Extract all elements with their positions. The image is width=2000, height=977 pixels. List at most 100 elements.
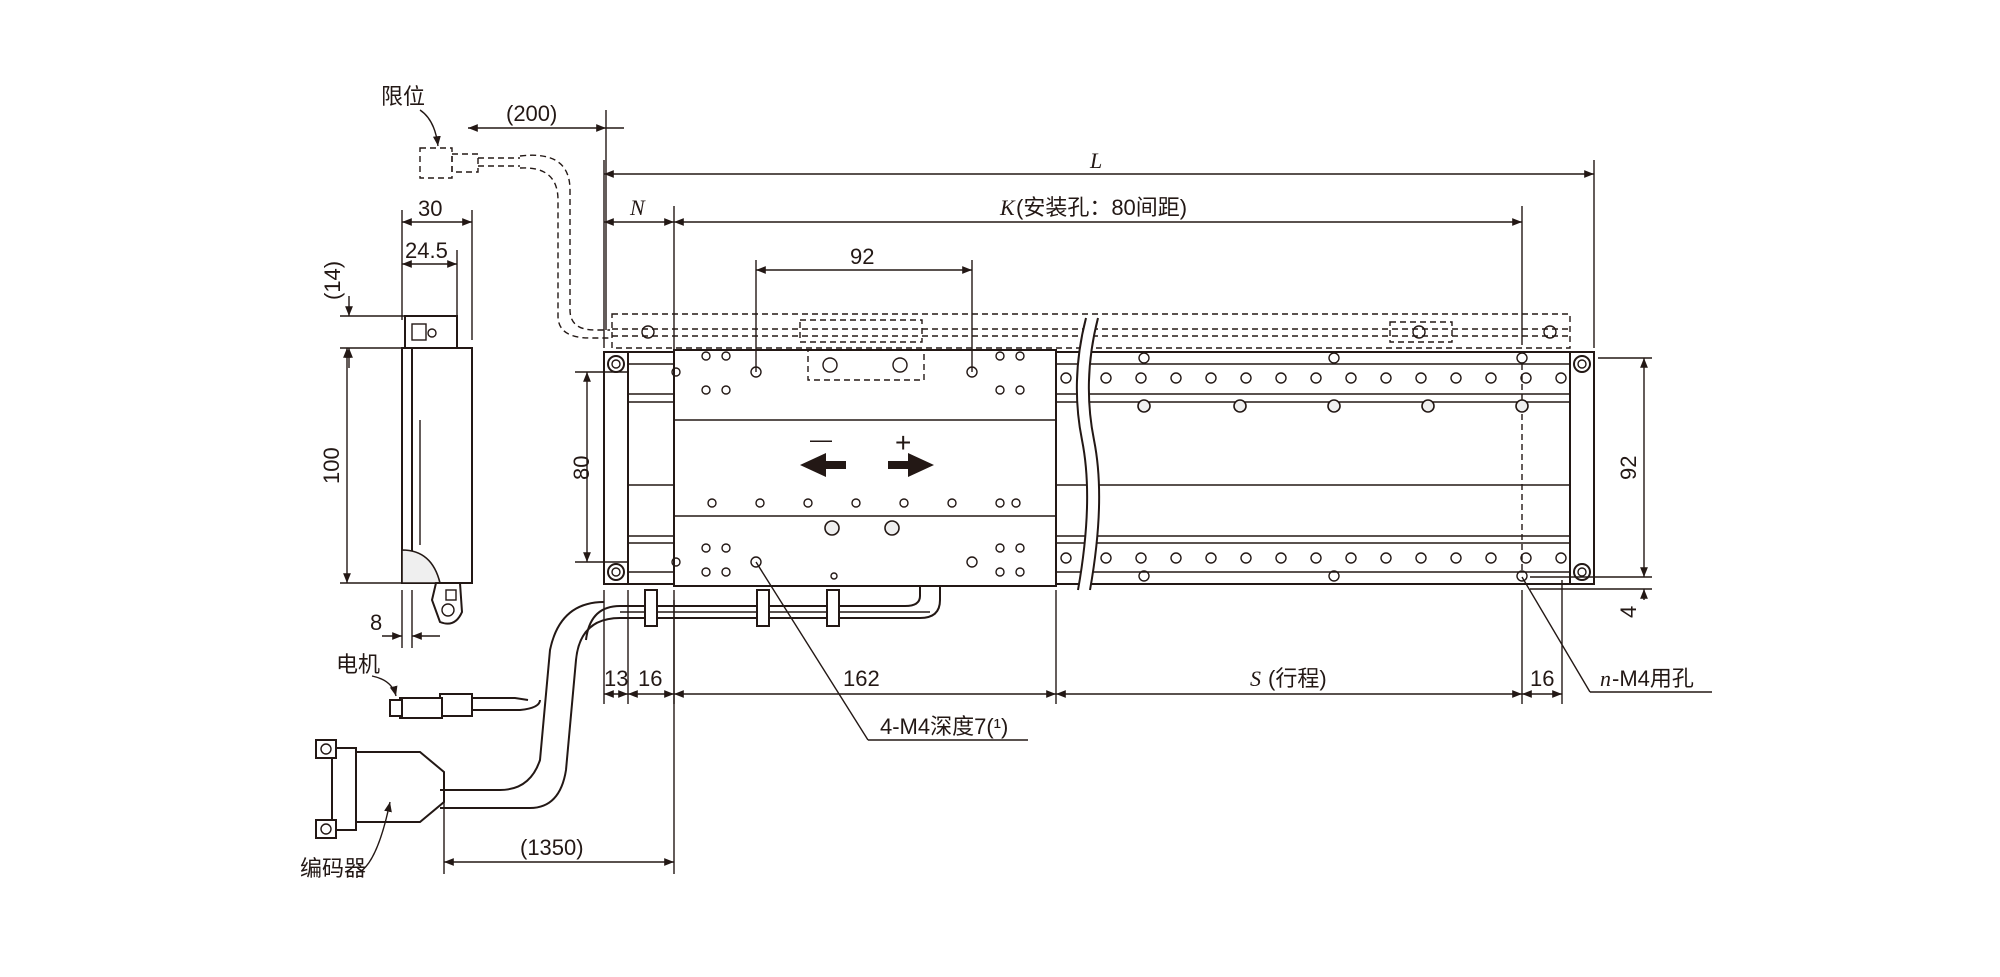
dim-side-width: 30 (418, 196, 442, 221)
rail-hole (1345, 372, 1357, 384)
label-encoder: 编码器 (300, 856, 366, 881)
dim-cable-limit: (200) (506, 101, 557, 126)
rail-hole (1240, 372, 1252, 384)
rail-hole (1380, 372, 1392, 384)
rail-hole (1485, 552, 1497, 564)
dim-16a: 16 (638, 666, 662, 691)
callout-mount-holes: -M4用孔 (1612, 666, 1694, 691)
rail-hole (1135, 552, 1147, 564)
dim-cable-1350: (1350) (520, 835, 584, 860)
corner-bolt (607, 355, 625, 373)
rail-hole (1555, 372, 1567, 384)
label-motor: 电机 (336, 652, 380, 677)
bottom-dimensions: 13 16 162 S (行程) 16 (603, 580, 1563, 704)
dim-side-inner: 24.5 (405, 238, 448, 263)
rail-bolt (1233, 399, 1247, 413)
table-hole (851, 498, 861, 508)
table-hole (755, 498, 765, 508)
dim-13: 13 (604, 666, 628, 691)
rail-hole (1415, 552, 1427, 564)
table-hole (947, 498, 957, 508)
dim-side-height: 100 (319, 447, 344, 484)
small-hole (671, 557, 681, 567)
rail-hole (1310, 372, 1322, 384)
table-hole (995, 385, 1005, 395)
small-hole (671, 367, 681, 377)
rail-hole (1060, 552, 1072, 564)
table-hole (995, 351, 1005, 361)
table-hole (721, 543, 731, 553)
table-bolt (884, 520, 900, 536)
side-view (401, 315, 473, 625)
table-hole (721, 567, 731, 577)
rail-bolt (1421, 399, 1435, 413)
rail-hole (1100, 552, 1112, 564)
rail-hole (1060, 372, 1072, 384)
table-hole (701, 351, 711, 361)
mount-hole (1516, 570, 1528, 582)
rail-hole (1450, 372, 1462, 384)
table-hole (701, 567, 711, 577)
rail-hole (1555, 552, 1567, 564)
dim-table-holes: 92 (850, 244, 874, 269)
rail-hole (1450, 552, 1462, 564)
rail-hole (1310, 552, 1322, 564)
mount-hole (1328, 352, 1340, 364)
side-dimensions: 30 24.5 (14) 100 8 (319, 196, 473, 648)
top-view: — + (440, 313, 1595, 809)
rail-hole (1205, 552, 1217, 564)
dim-162: 162 (843, 666, 880, 691)
dim-stroke-note: (行程) (1268, 666, 1327, 691)
rail-bolt (1327, 399, 1341, 413)
encoder-connector: 编码器 (1350) (300, 600, 675, 881)
dim-stroke-s: S (1250, 666, 1261, 691)
rail-hole (1520, 552, 1532, 564)
rail-hole (1345, 552, 1357, 564)
table-hole (995, 498, 1005, 508)
dim-side-top: (14) (320, 261, 345, 300)
mount-hole (966, 556, 978, 568)
label-limit: 限位 (381, 84, 425, 109)
rail-hole (1520, 372, 1532, 384)
table-hole (701, 385, 711, 395)
dim-height-80: 80 (569, 456, 594, 480)
dim-n-offset: N (629, 195, 646, 220)
table-hole (995, 543, 1005, 553)
limit-switch-cable: 限位 (200) (381, 84, 624, 339)
rail-hole (1170, 372, 1182, 384)
rail-hole (1240, 552, 1252, 564)
dim-offset-4: 4 (1616, 606, 1641, 618)
callouts: 4-M4深度7(¹) n -M4用孔 (755, 561, 1712, 741)
table-hole (721, 351, 731, 361)
rail-hole (1275, 552, 1287, 564)
label-minus: — (810, 427, 832, 452)
callout-tapped-holes: 4-M4深度7(¹) (880, 714, 1008, 739)
dim-height-92: 92 (1616, 456, 1641, 480)
rail-hole (1415, 372, 1427, 384)
rail-bolt (1137, 399, 1151, 413)
table-hole (1015, 385, 1025, 395)
dim-k-mount: K (999, 195, 1016, 220)
table-hole (1015, 567, 1025, 577)
dim-side-8: 8 (370, 610, 382, 635)
table-hole (701, 543, 711, 553)
rail-hole (1380, 552, 1392, 564)
mount-hole (750, 556, 762, 568)
rail-hole (1170, 552, 1182, 564)
corner-bolt-inner (611, 359, 621, 369)
rail-hole (1135, 372, 1147, 384)
mount-hole (1328, 570, 1340, 582)
dim-16b: 16 (1530, 666, 1554, 691)
vertical-dimensions: 80 92 4 (569, 357, 1652, 618)
rail-hole (1485, 372, 1497, 384)
mount-hole (1138, 570, 1150, 582)
table-hole (721, 385, 731, 395)
dim-length: L (1089, 148, 1102, 173)
dim-k-note: (安装孔：80间距) (1016, 195, 1187, 220)
small-hole (830, 572, 838, 580)
table-hole (995, 567, 1005, 577)
rail-hole (1275, 372, 1287, 384)
rail-hole (1100, 372, 1112, 384)
motor-connector: 电机 (336, 652, 541, 719)
